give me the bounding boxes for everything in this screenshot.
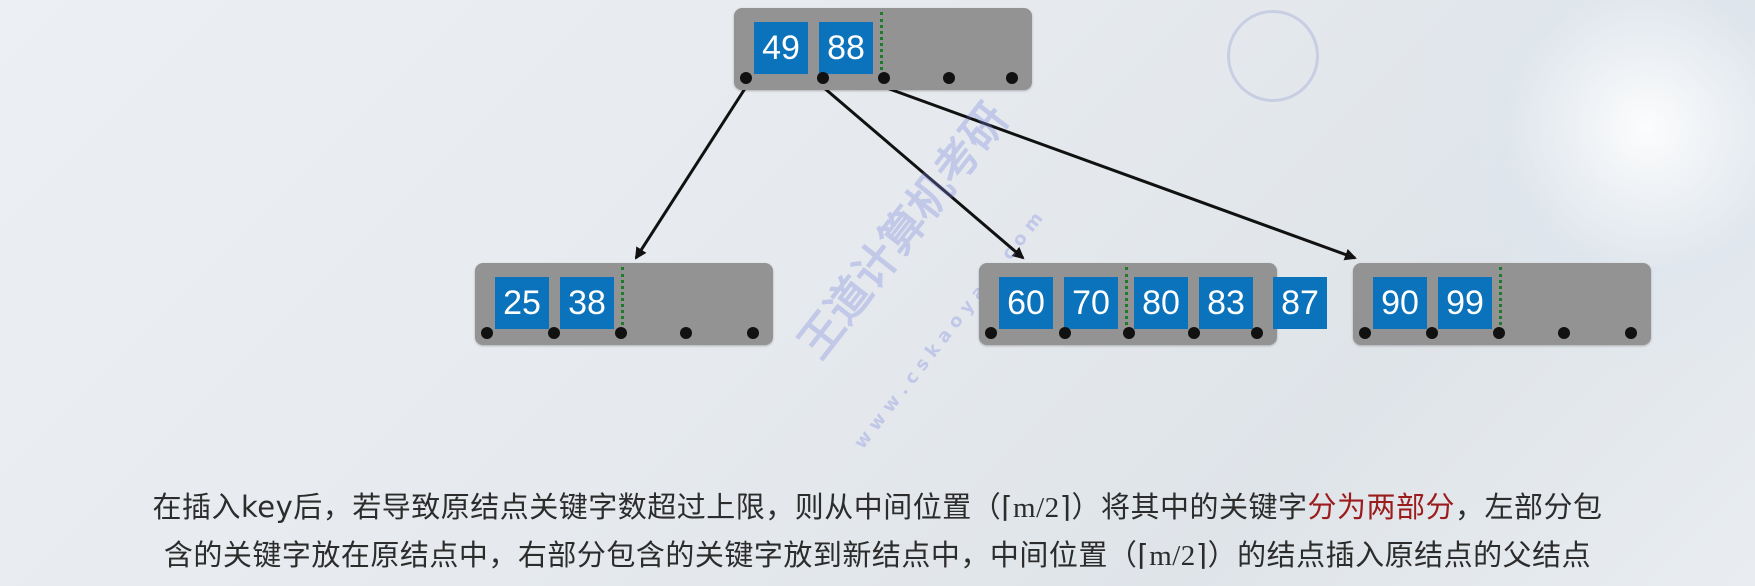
pointer-dot [747, 327, 759, 339]
pointer-dot [481, 327, 493, 339]
edge-root-to-right [883, 85, 1357, 261]
caption-text: ）的结点插入原结点的父结点 [1207, 538, 1592, 572]
caption-text: 在插入key后，若导致原结点关键字数超过上限，则从中间位置（ [152, 490, 1002, 524]
child-left-key-2: 38 [560, 277, 614, 329]
pointer-dot [1625, 327, 1637, 339]
caption-line-2: 含的关键字放在原结点中，右部分包含的关键字放到新结点中，中间位置（⌈m/2⌉）的… [0, 532, 1755, 574]
pointer-dot [1558, 327, 1570, 339]
node-divider [1125, 267, 1128, 331]
child-left-key-1: 25 [495, 277, 549, 329]
child-middle-key-1: 60 [999, 277, 1053, 329]
pointer-dot [817, 72, 829, 84]
pointer-dot [548, 327, 560, 339]
node-divider [880, 12, 883, 76]
watermark-logo [1227, 10, 1319, 102]
child-middle-key-2: 70 [1064, 277, 1118, 329]
root-key-2: 88 [819, 22, 873, 74]
child-node-right: 90 99 [1353, 263, 1651, 345]
pointer-dot [1359, 327, 1371, 339]
child-middle-key-4: 83 [1199, 277, 1253, 329]
child-node-left: 25 38 [475, 263, 773, 345]
pointer-dot [1188, 327, 1200, 339]
pointer-dot [985, 327, 997, 339]
pointer-dot [615, 327, 627, 339]
child-right-key-1: 90 [1373, 277, 1427, 329]
child-right-key-2: 99 [1438, 277, 1492, 329]
edge-root-to-left [634, 86, 748, 260]
pointer-dot [1123, 327, 1135, 339]
caption-line-1: 在插入key后，若导致原结点关键字数超过上限，则从中间位置（⌈m/2⌉）将其中的… [0, 484, 1755, 526]
child-node-middle: 60 70 80 83 [979, 263, 1277, 345]
node-divider [621, 267, 624, 331]
pointer-dot [1426, 327, 1438, 339]
math-ceil-m-over-2: ⌈m/2⌉ [1001, 492, 1072, 524]
caption-highlight: 分为两部分 [1307, 490, 1456, 524]
pointer-dot [1006, 72, 1018, 84]
root-key-1: 49 [754, 22, 808, 74]
root-node: 49 88 [734, 8, 1032, 90]
pointer-dot [1251, 327, 1263, 339]
math-ceil-m-over-2: ⌈m/2⌉ [1137, 540, 1208, 572]
overflow-key: 87 [1273, 277, 1327, 329]
edge-root-to-middle [822, 85, 1025, 260]
child-middle-key-3: 80 [1134, 277, 1188, 329]
pointer-dot [943, 72, 955, 84]
caption-text: 含的关键字放在原结点中，右部分包含的关键字放到新结点中，中间位置（ [163, 538, 1138, 572]
node-divider [1499, 267, 1502, 331]
pointer-dot [1059, 327, 1071, 339]
pointer-dot [740, 72, 752, 84]
pointer-dot [878, 72, 890, 84]
pointer-dot [680, 327, 692, 339]
pointer-dot [1493, 327, 1505, 339]
caption-text: ，左部分包 [1455, 490, 1603, 524]
caption-text: ）将其中的关键字 [1071, 490, 1308, 524]
